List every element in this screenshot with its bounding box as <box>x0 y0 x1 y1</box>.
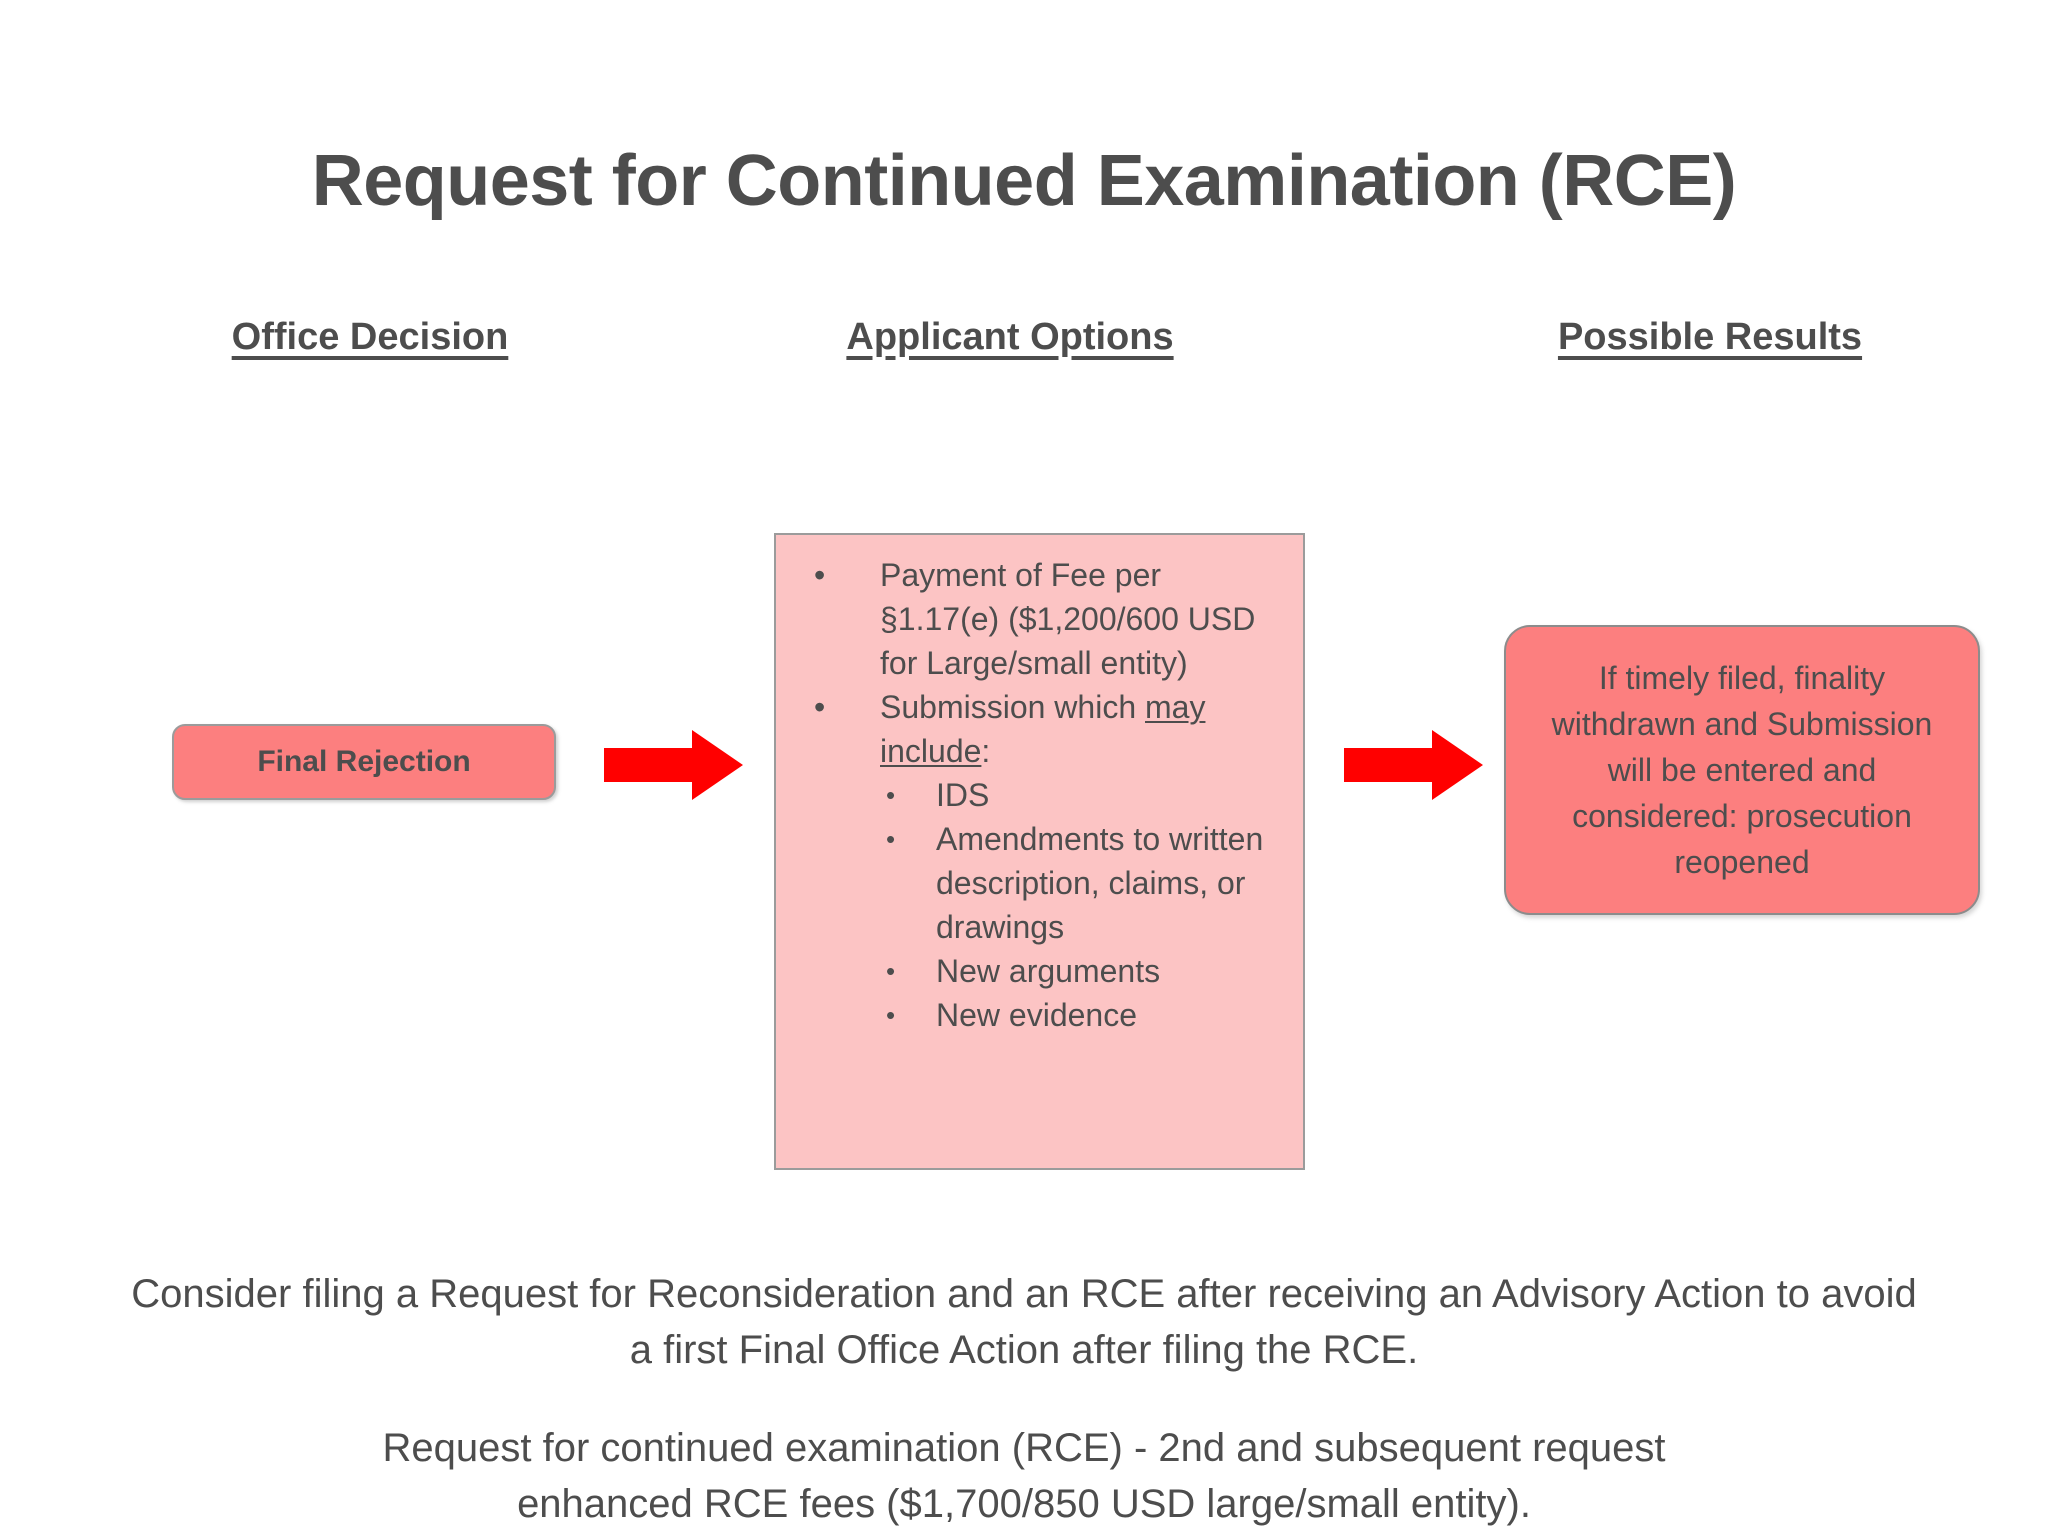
bullet-icon: • <box>814 557 826 593</box>
applicant-options-box: • Payment of Fee per §1.17(e) ($1,200/60… <box>774 533 1305 1170</box>
page-title: Request for Continued Examination (RCE) <box>311 141 1737 222</box>
right-arrow-icon <box>604 728 744 802</box>
right-arrow-icon <box>1344 728 1484 802</box>
column-header-office-decision: Office Decision <box>231 316 509 358</box>
list-item-label: Amendments to written description, claim… <box>936 821 1264 945</box>
list-item-label: Payment of Fee per §1.17(e) ($1,200/600 … <box>880 557 1256 681</box>
list-item-label: New arguments <box>936 953 1161 989</box>
bullet-icon: • <box>886 824 896 854</box>
list-item: • IDS <box>880 773 1289 817</box>
list-item: • New arguments <box>880 949 1289 993</box>
list-item: • Amendments to written description, cla… <box>880 817 1289 949</box>
list-item-label-prefix: Submission which <box>880 689 1145 725</box>
list-item: • Submission which may include: • IDS • … <box>790 685 1289 1037</box>
possible-result-box: If timely filed, finality withdrawn and … <box>1504 625 1980 915</box>
list-item-label-emphasis: may include <box>880 689 1206 769</box>
list-item-label-suffix: : <box>981 733 991 769</box>
final-rejection-box: Final Rejection <box>172 724 556 800</box>
column-header-possible-results: Possible Results <box>1557 316 1863 358</box>
list-item-label: IDS <box>936 777 990 813</box>
footer-note-1: Consider filing a Request for Reconsider… <box>131 1272 1917 1372</box>
applicant-options-list: • Payment of Fee per §1.17(e) ($1,200/60… <box>790 553 1289 1037</box>
column-header-applicant-options: Applicant Options <box>846 316 1174 358</box>
bullet-icon: • <box>886 1000 896 1030</box>
final-rejection-label: Final Rejection <box>257 745 471 778</box>
list-item-label: New evidence <box>936 997 1137 1033</box>
applicant-options-sublist: • IDS • Amendments to written descriptio… <box>880 773 1289 1037</box>
bullet-icon: • <box>814 689 826 725</box>
list-item-label: Submission which may include: <box>880 689 1205 769</box>
possible-result-label: If timely filed, finality withdrawn and … <box>1551 660 1933 880</box>
bullet-icon: • <box>886 780 896 810</box>
footer-note-2: Request for continued examination (RCE) … <box>382 1426 1666 1526</box>
list-item: • New evidence <box>880 993 1289 1037</box>
bullet-icon: • <box>886 956 896 986</box>
list-item: • Payment of Fee per §1.17(e) ($1,200/60… <box>790 553 1289 685</box>
